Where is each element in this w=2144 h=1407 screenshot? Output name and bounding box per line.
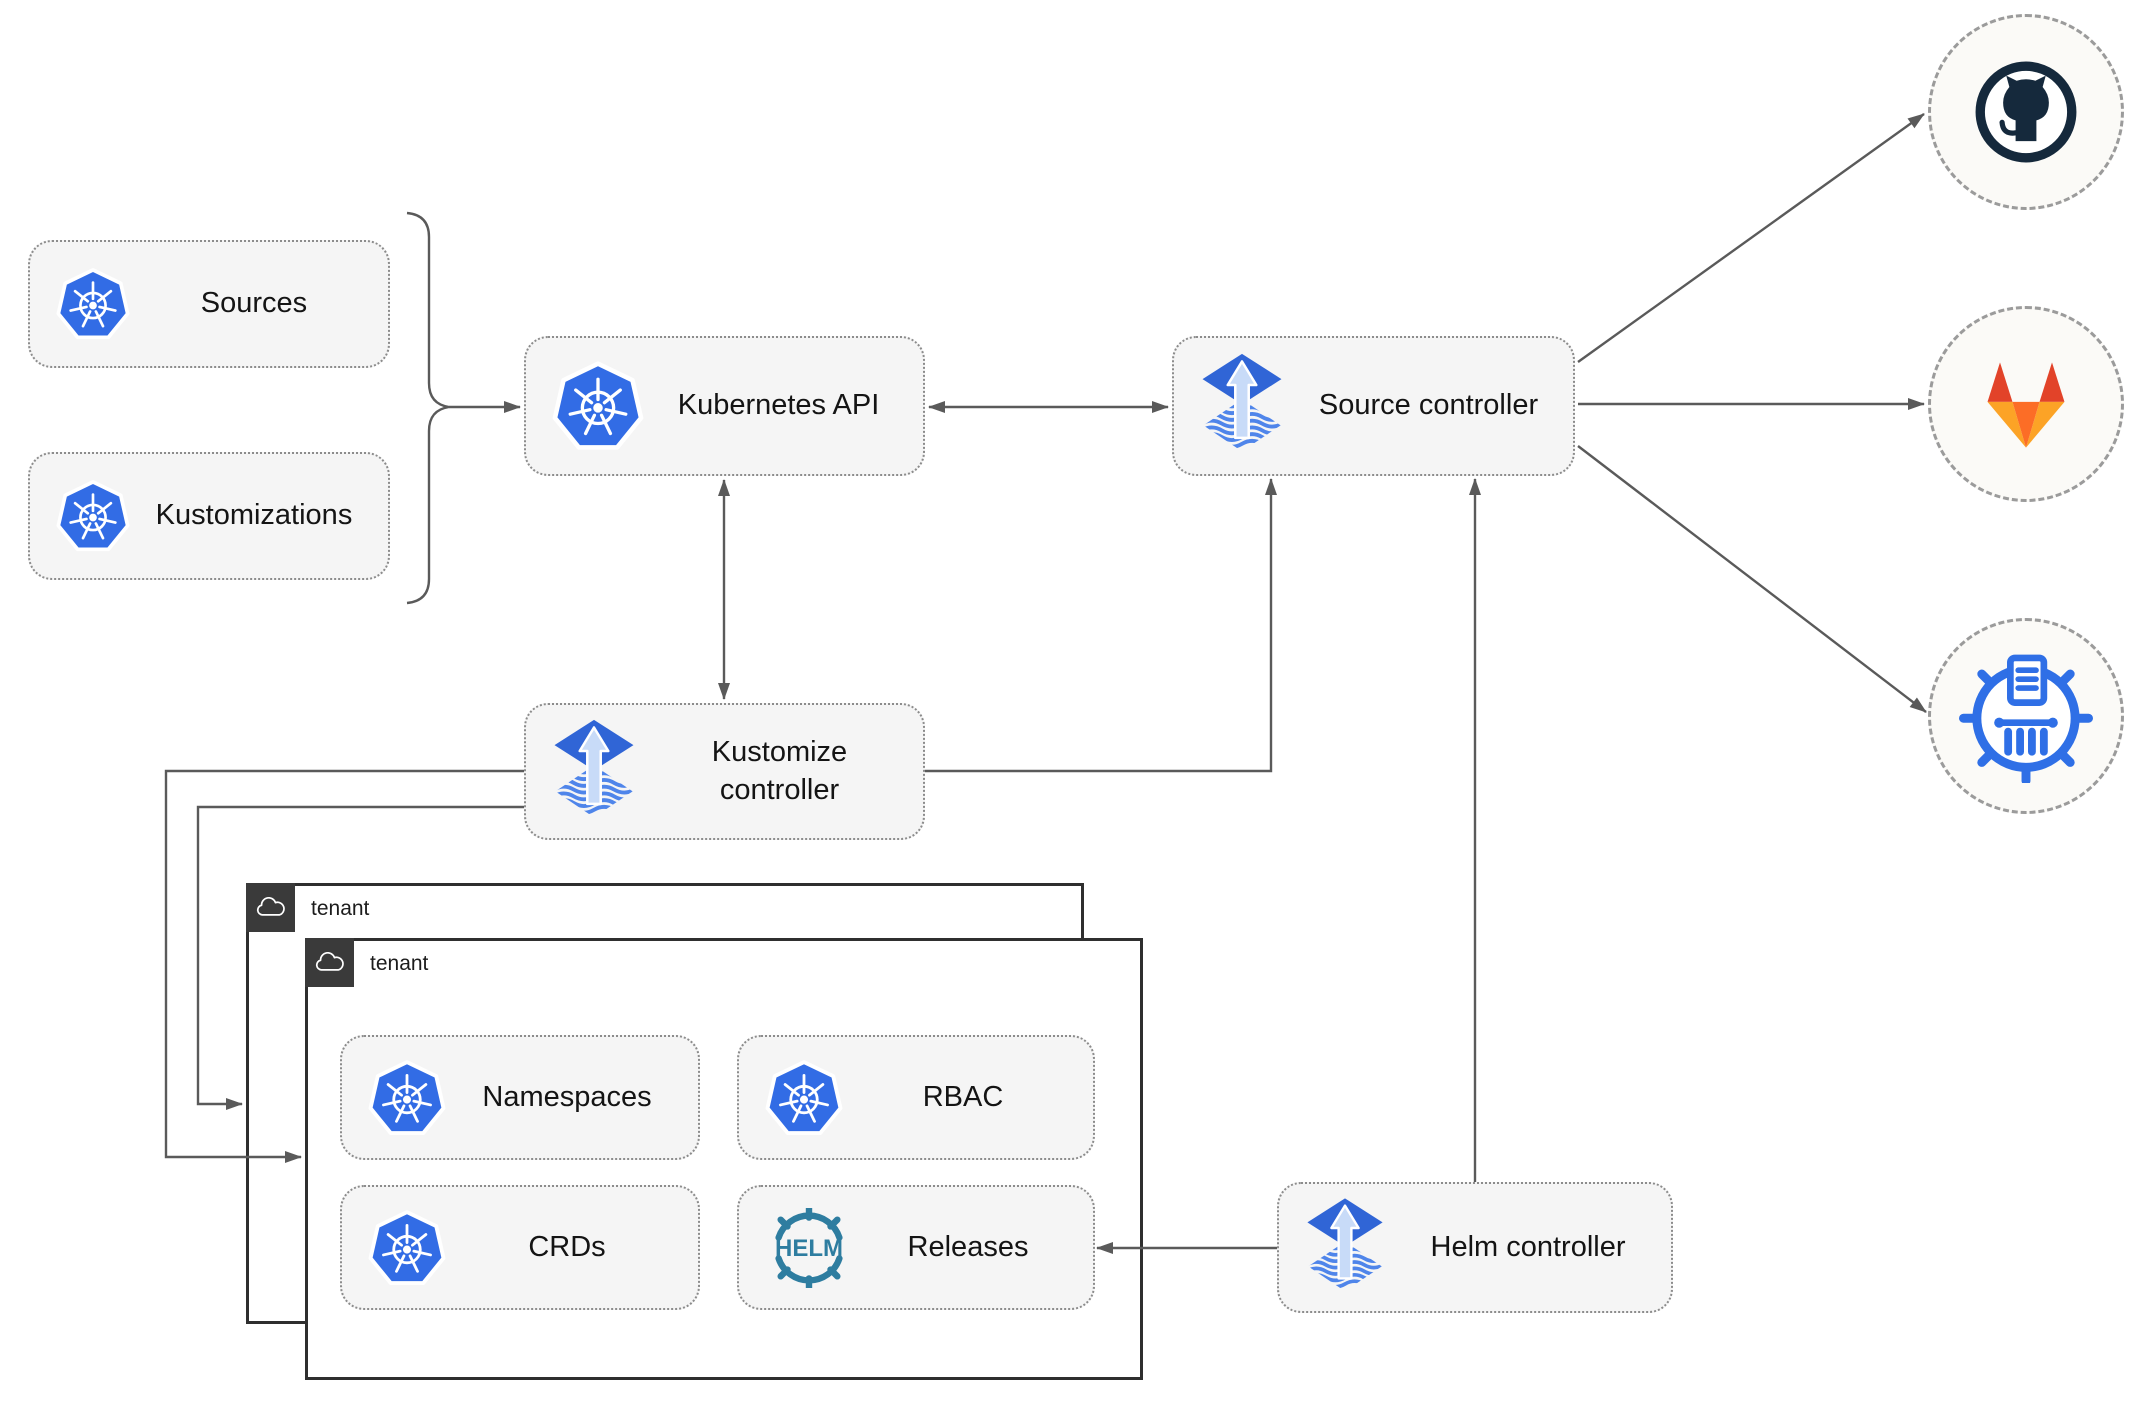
- node-label: Namespaces: [482, 1080, 652, 1113]
- flux-icon: [1200, 346, 1284, 466]
- node-source-controller: Source controller: [1172, 336, 1575, 476]
- node-label: Sources: [200, 287, 308, 320]
- gitlab-icon: [1987, 362, 2065, 448]
- endpoint-github: [1928, 14, 2124, 210]
- node-label: Source controller: [1318, 389, 1539, 422]
- connector-source-to-github: [1577, 113, 1925, 363]
- tenant-label: tenant: [311, 897, 370, 920]
- helm-icon: [765, 1208, 853, 1288]
- node-kustomize-controller: Kustomize controller: [524, 703, 925, 840]
- node-crds: CRDs: [340, 1185, 700, 1310]
- kubernetes-icon: [56, 267, 130, 341]
- tenant-tab: [305, 938, 354, 987]
- kubernetes-icon: [56, 479, 130, 553]
- bracket-sources-group: [406, 211, 450, 605]
- node-label: Kubernetes API: [677, 389, 880, 422]
- node-kustomizations: Kustomizations: [28, 452, 390, 580]
- connector-source-to-registry: [1577, 445, 1927, 713]
- node-sources: Sources: [28, 240, 390, 368]
- node-rbac: RBAC: [737, 1035, 1095, 1160]
- node-label: Releases: [907, 1230, 1029, 1263]
- node-label: Kustomizations: [155, 499, 353, 532]
- endpoint-gitlab: [1928, 306, 2124, 502]
- node-kubernetes-api: Kubernetes API: [524, 336, 925, 476]
- node-label: RBAC: [922, 1080, 1004, 1113]
- artifact-registry-icon: [1959, 649, 2093, 783]
- github-icon: [1974, 60, 2078, 164]
- tenant-tab: [246, 883, 295, 932]
- cloud-icon: [315, 951, 344, 971]
- kubernetes-icon: [552, 360, 644, 452]
- node-label: Helm controller: [1430, 1230, 1626, 1263]
- node-label: CRDs: [528, 1230, 606, 1263]
- kubernetes-icon: [765, 1059, 843, 1137]
- cloud-icon: [256, 896, 285, 916]
- flux-icon: [1305, 1191, 1385, 1305]
- node-label: Kustomize controller: [711, 736, 848, 806]
- kubernetes-icon: [368, 1059, 446, 1137]
- connector-kustomize-to-source: [925, 478, 1277, 773]
- flux-icon: [552, 712, 636, 832]
- node-helm-controller: Helm controller: [1277, 1182, 1673, 1313]
- node-releases: Releases: [737, 1185, 1095, 1310]
- tenant-label: tenant: [370, 952, 429, 975]
- kubernetes-icon: [368, 1209, 446, 1287]
- endpoint-artifact-registry: [1928, 618, 2124, 814]
- node-namespaces: Namespaces: [340, 1035, 700, 1160]
